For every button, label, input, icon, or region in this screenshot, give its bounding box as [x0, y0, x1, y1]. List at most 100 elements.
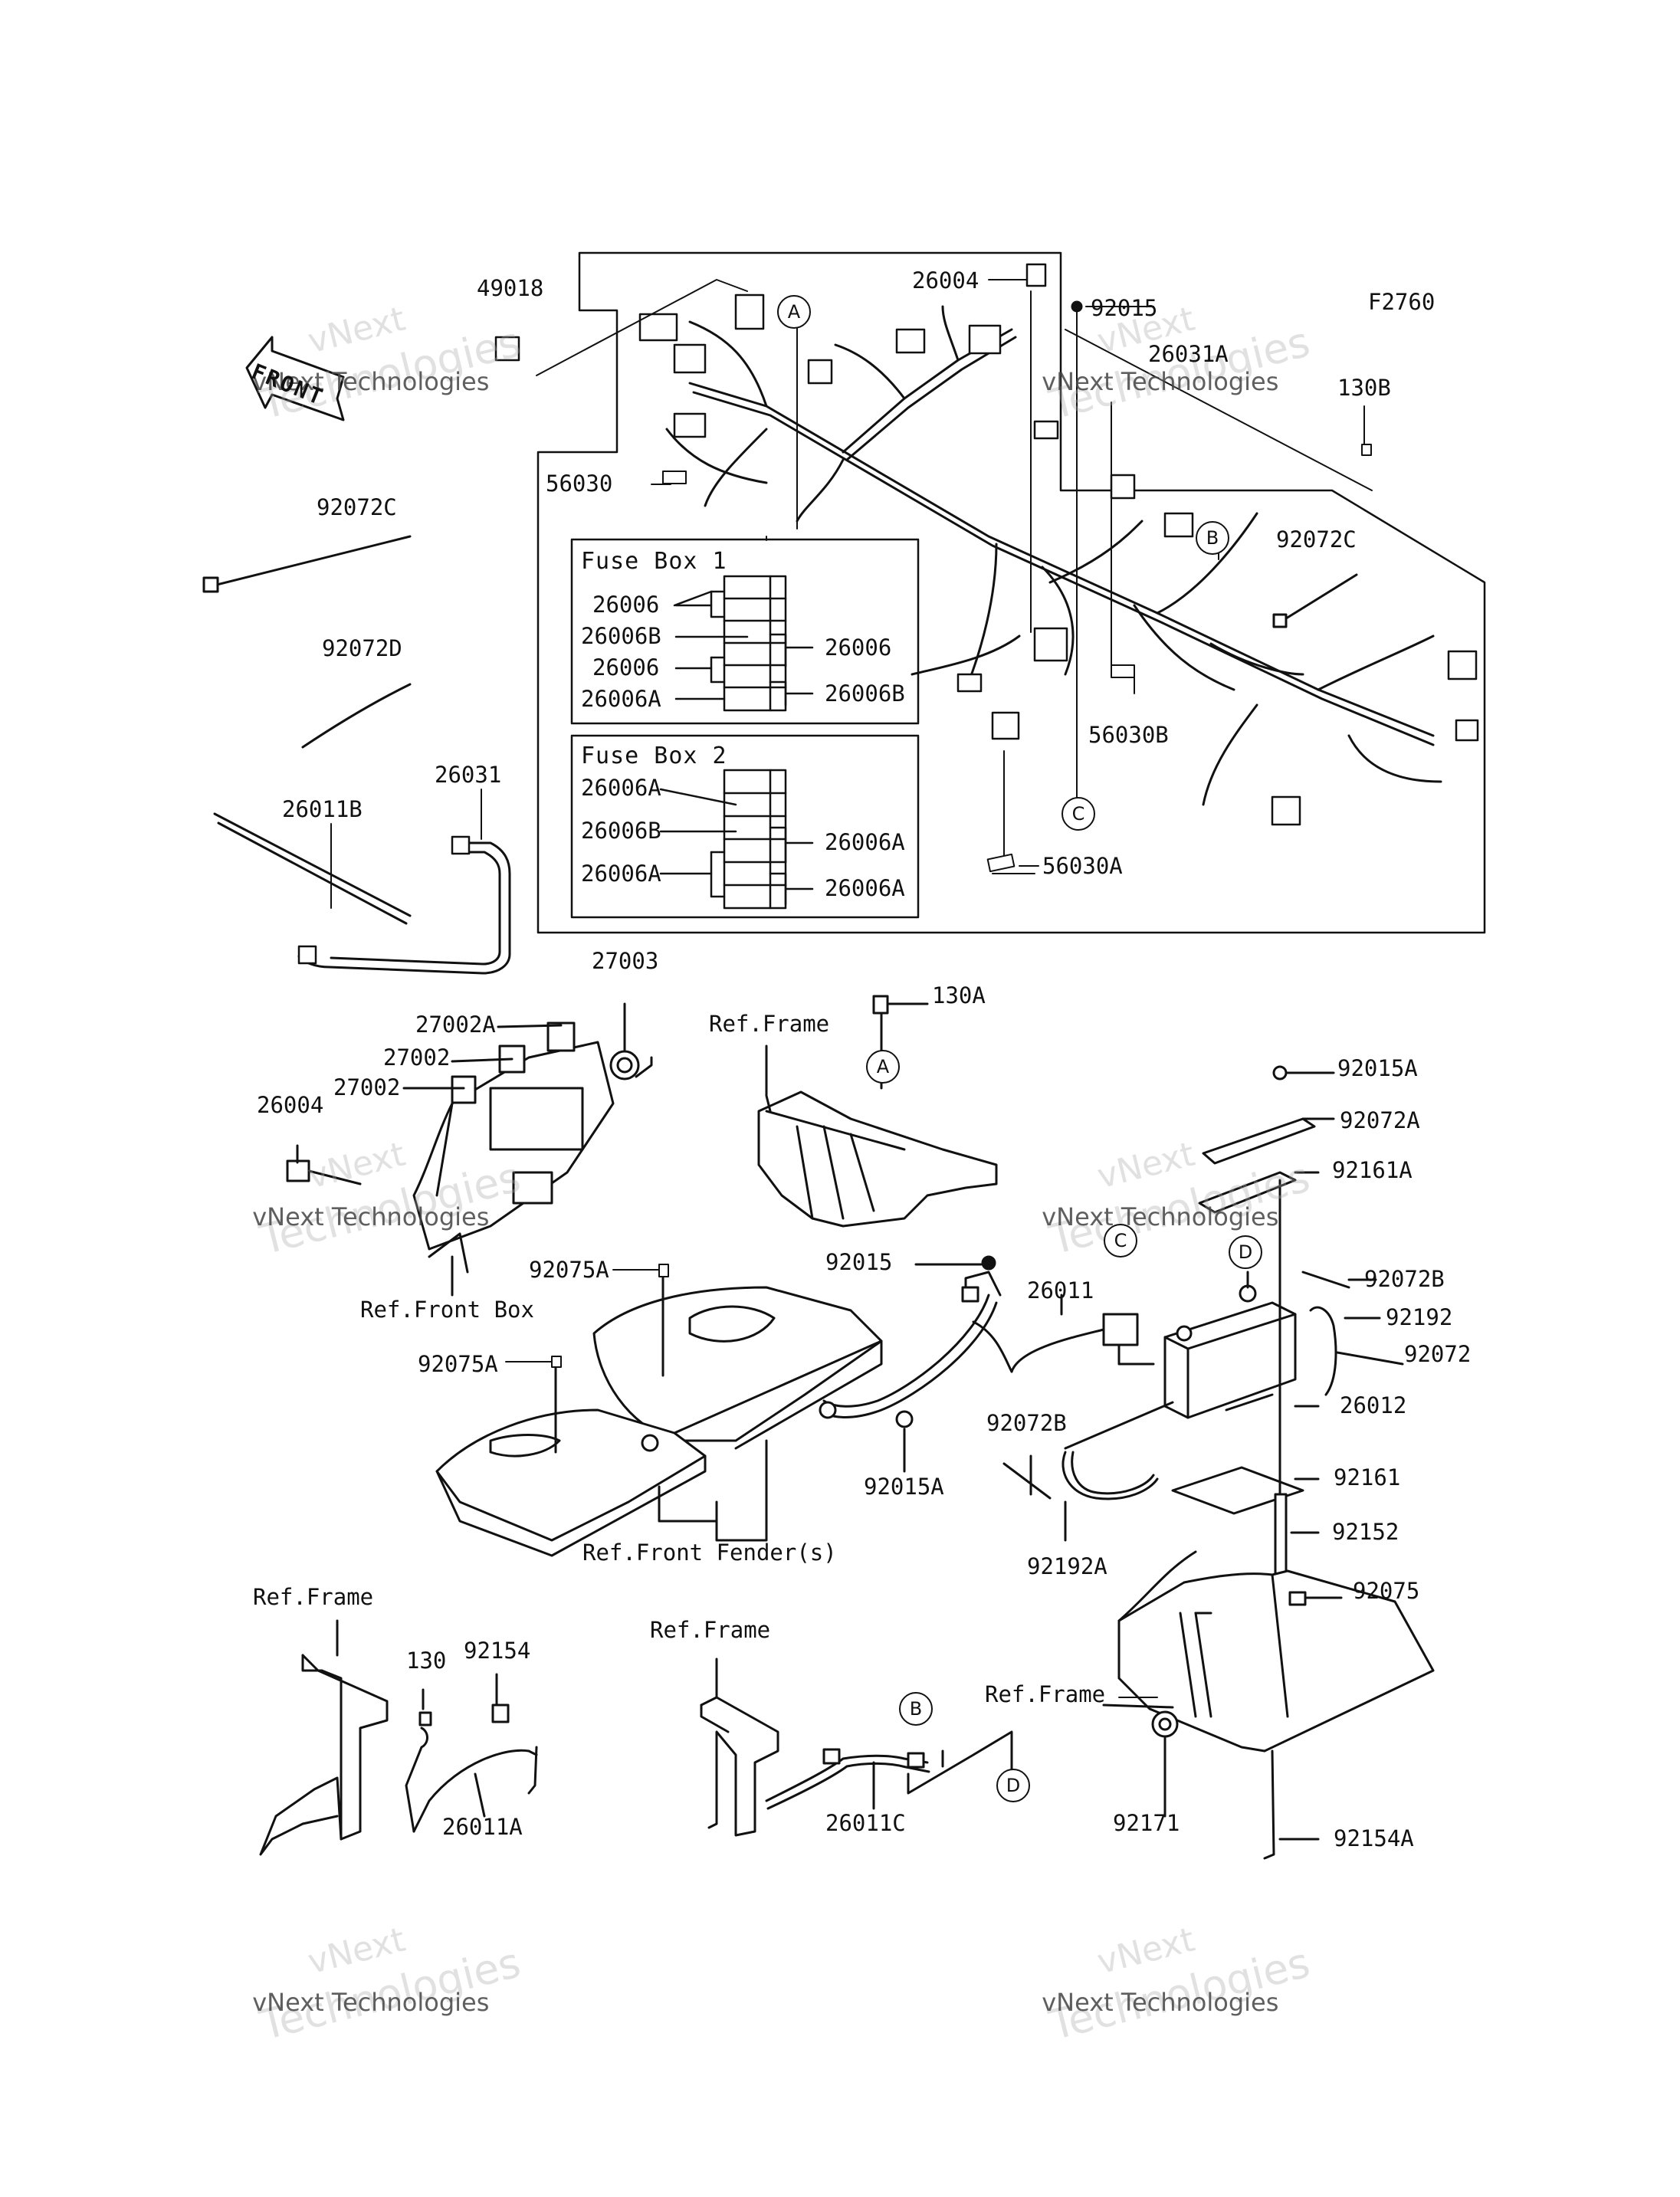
fuse-box-2-left-label: 26006A	[581, 775, 661, 801]
cable-tie-92072C-right	[1272, 573, 1358, 628]
fuse-box-1-left-label: 26006	[592, 654, 660, 680]
fuse-box-1-right-label: 26006B	[825, 680, 905, 707]
front-arrow-shape	[245, 336, 345, 421]
ref-frame-label: Ref.Frame	[709, 1011, 830, 1037]
fuse-box-1-frame	[570, 538, 920, 725]
part-label-92015: 92015	[1091, 295, 1158, 321]
clip-130B	[1361, 444, 1372, 456]
battery-pad-92161	[1171, 1466, 1320, 1515]
fuse-box-1-block	[673, 575, 814, 712]
part-label-26004: 26004	[912, 267, 979, 293]
part-label-130: 130	[406, 1648, 447, 1674]
callout-a: A	[777, 295, 811, 329]
battery-rod	[1274, 1179, 1320, 1584]
vent-tube-92192A	[1002, 1401, 1174, 1542]
harness-connectors	[638, 293, 1479, 826]
part-label-92072: 92072	[1404, 1341, 1472, 1367]
callout-b: B	[899, 1692, 933, 1726]
ref-front-box-label: Ref.Front Box	[360, 1297, 534, 1323]
battery-cable-26011	[819, 1255, 1155, 1473]
callout-a: A	[866, 1050, 900, 1084]
part-label-92192A: 92192A	[1027, 1553, 1107, 1579]
part-label-26004: 26004	[257, 1092, 324, 1118]
part-label-49018: 49018	[477, 275, 544, 301]
leader-lines	[536, 279, 1373, 874]
tape-56030A	[986, 853, 1016, 873]
part-label-56030B: 56030B	[1088, 722, 1169, 748]
part-label-56030A: 56030A	[1042, 853, 1123, 879]
battery-pad-92161A	[1198, 1171, 1320, 1214]
cable-26011B	[213, 812, 511, 975]
battery-26012	[1163, 1271, 1320, 1419]
part-label-92075A: 92075A	[529, 1257, 609, 1283]
frame-section-bottom-middle	[700, 1658, 1013, 1837]
front-fender-assembly	[435, 1274, 883, 1557]
fuse-box-1-left-label: 26006A	[581, 686, 661, 712]
part-label-92072B: 92072B	[1364, 1266, 1445, 1292]
part-label-26011A: 26011A	[442, 1814, 523, 1840]
ref-front-fender-label: Ref.Front Fender(s)	[582, 1540, 837, 1566]
part-label-92072C: 92072C	[317, 494, 397, 520]
part-label-92072B: 92072B	[986, 1410, 1067, 1436]
part-label-27002: 27002	[383, 1044, 451, 1071]
leader-26011B-26031	[330, 789, 482, 909]
part-label-92015A: 92015A	[864, 1474, 944, 1500]
harness-outline-box	[536, 251, 1486, 934]
part-label-92072D: 92072D	[322, 635, 402, 661]
fuse-box-2-title: Fuse Box 2	[581, 743, 727, 769]
front-box-assembly	[286, 1002, 653, 1297]
part-label-26011B: 26011B	[282, 796, 363, 822]
part-label-92075A: 92075A	[418, 1351, 498, 1377]
part-label-92152: 92152	[1332, 1519, 1399, 1545]
part-label-92161: 92161	[1334, 1464, 1401, 1490]
callout-d: D	[996, 1769, 1030, 1802]
part-label-92072C: 92072C	[1276, 526, 1357, 553]
cable-tie-92072D	[301, 683, 412, 749]
tape-56030	[662, 471, 687, 484]
fuse-box-2-left-label: 26006A	[581, 861, 661, 887]
callout-c: C	[1061, 797, 1095, 831]
part-label-26031A: 26031A	[1148, 341, 1229, 367]
clip-49018	[494, 336, 520, 362]
fuse-box-1-title: Fuse Box 1	[581, 548, 727, 575]
fuse-box-2-block	[659, 769, 814, 910]
diagram-code: F2760	[1368, 289, 1436, 315]
fuse-box-2-left-label: 26006B	[581, 818, 661, 844]
ref-frame-label: Ref.Frame	[253, 1584, 374, 1610]
fuse-box-1-left-label: 26006B	[581, 623, 661, 649]
ref-frame-label: Ref.Frame	[985, 1681, 1106, 1707]
frame-section-bottom-left	[259, 1619, 538, 1856]
part-label-92015: 92015	[825, 1249, 893, 1275]
part-label-27002: 27002	[333, 1074, 401, 1100]
part-label-27002A: 27002A	[415, 1012, 496, 1038]
callout-d: D	[1229, 1235, 1262, 1269]
clip-92015-top	[1071, 300, 1083, 313]
fuse-box-2-right-label: 26006A	[825, 829, 905, 855]
vent-tube-92192	[1301, 1271, 1404, 1396]
part-label-27003: 27003	[592, 948, 659, 974]
ref-frame-label: Ref.Frame	[650, 1617, 771, 1643]
part-label-92192: 92192	[1386, 1304, 1453, 1330]
fuse-box-1-left-label: 26006	[592, 592, 660, 618]
tape-56030B	[1111, 664, 1135, 678]
battery-strap-92072A	[1202, 1065, 1335, 1165]
fuse-box-2-frame	[570, 734, 920, 919]
part-label-56030: 56030	[546, 471, 613, 497]
part-label-92154A: 92154A	[1334, 1825, 1414, 1851]
part-label-130A: 130A	[932, 982, 986, 1008]
callout-c: C	[1104, 1224, 1137, 1258]
part-label-26012: 26012	[1340, 1392, 1407, 1418]
cable-tie-92072C-left	[202, 535, 412, 593]
part-label-92072A: 92072A	[1340, 1107, 1420, 1133]
part-label-92154: 92154	[464, 1638, 531, 1664]
part-label-26011: 26011	[1027, 1277, 1094, 1303]
battery-tray	[1102, 1550, 1435, 1860]
part-label-26031: 26031	[435, 762, 502, 788]
part-label-26011C: 26011C	[825, 1810, 906, 1836]
part-label-92171: 92171	[1113, 1810, 1180, 1836]
part-label-92015A: 92015A	[1337, 1055, 1418, 1081]
main-harness	[665, 305, 1442, 806]
callout-b: B	[1196, 521, 1229, 555]
terminal-26031	[297, 835, 471, 965]
